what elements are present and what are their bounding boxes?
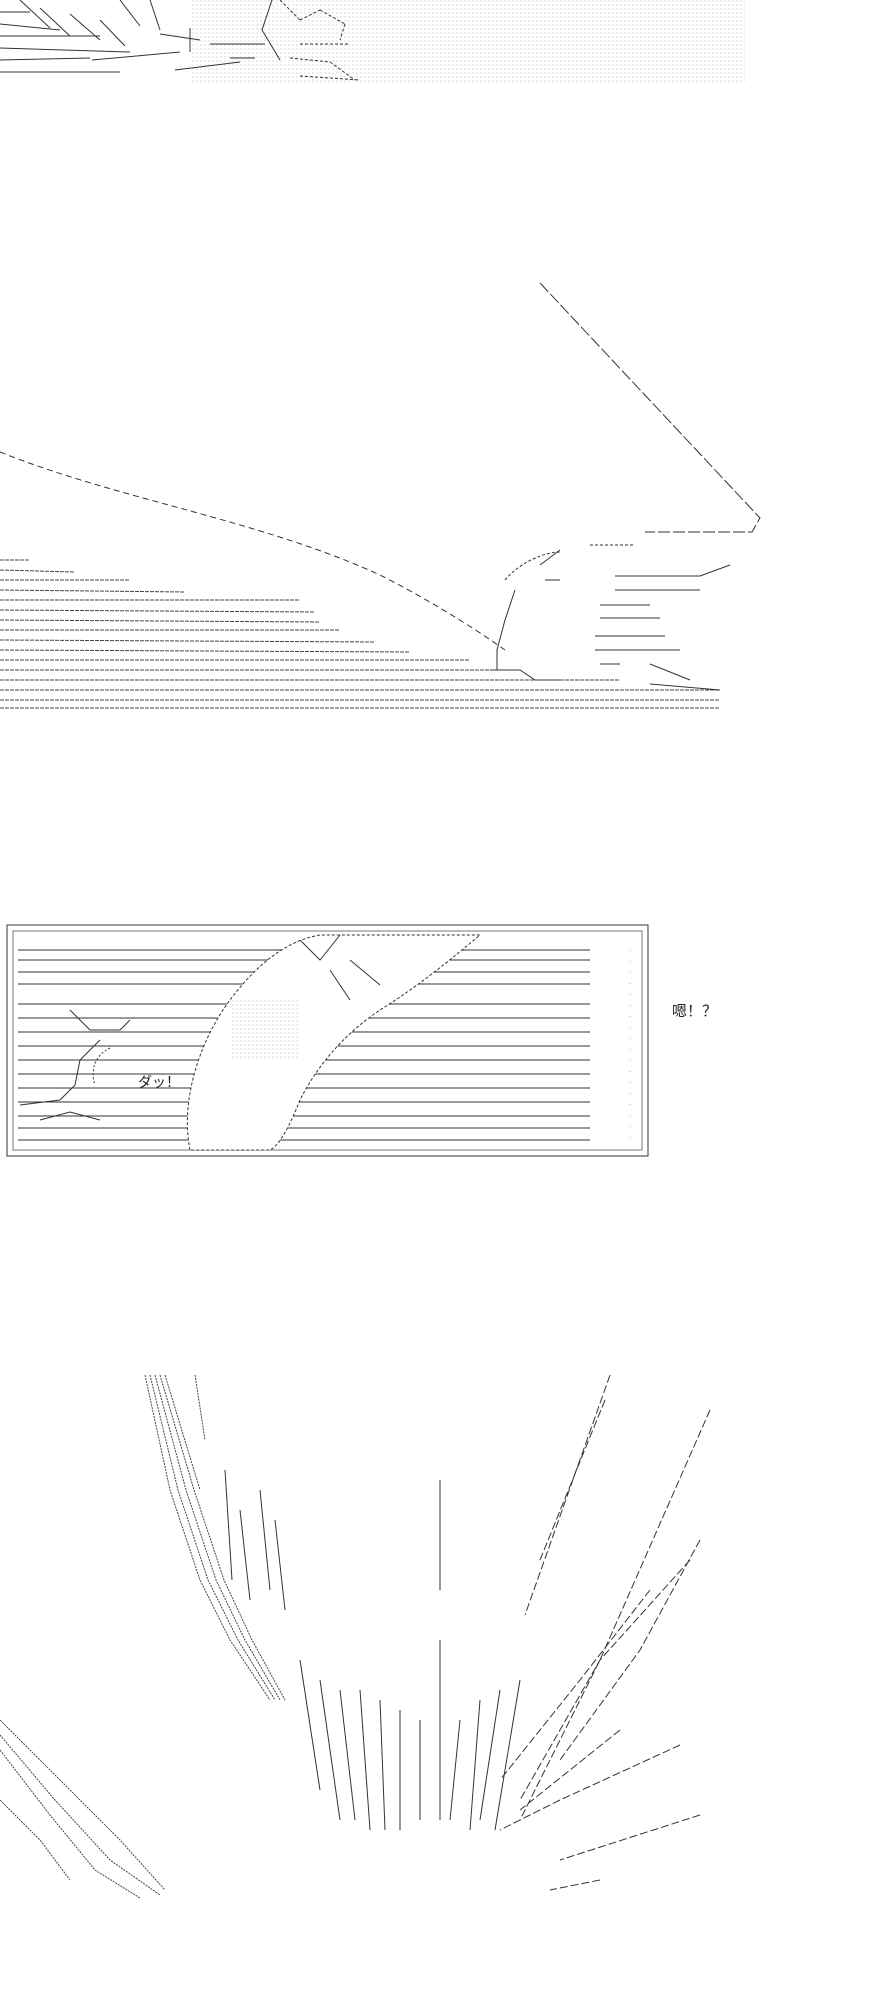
burst-right-rays [499,1374,711,1891]
panel-3-dash-ascii-art [6,924,649,1157]
road-lines [0,559,720,709]
crouching-figure [490,544,731,691]
burst-left-column [144,1374,286,1701]
panel-2-road-ascii-art [0,282,761,709]
panel-1-top-ascii-art [0,0,745,82]
panel-frame [6,924,649,1157]
surprise-caption: 嗯！？ [672,1002,718,1020]
dash-sound-effect: ダッ！ [138,1075,180,1091]
burst-left-bottom [0,1719,166,1899]
panel-4-burst-ascii-art [0,1374,711,1899]
burst-center-lines [224,1469,521,1831]
